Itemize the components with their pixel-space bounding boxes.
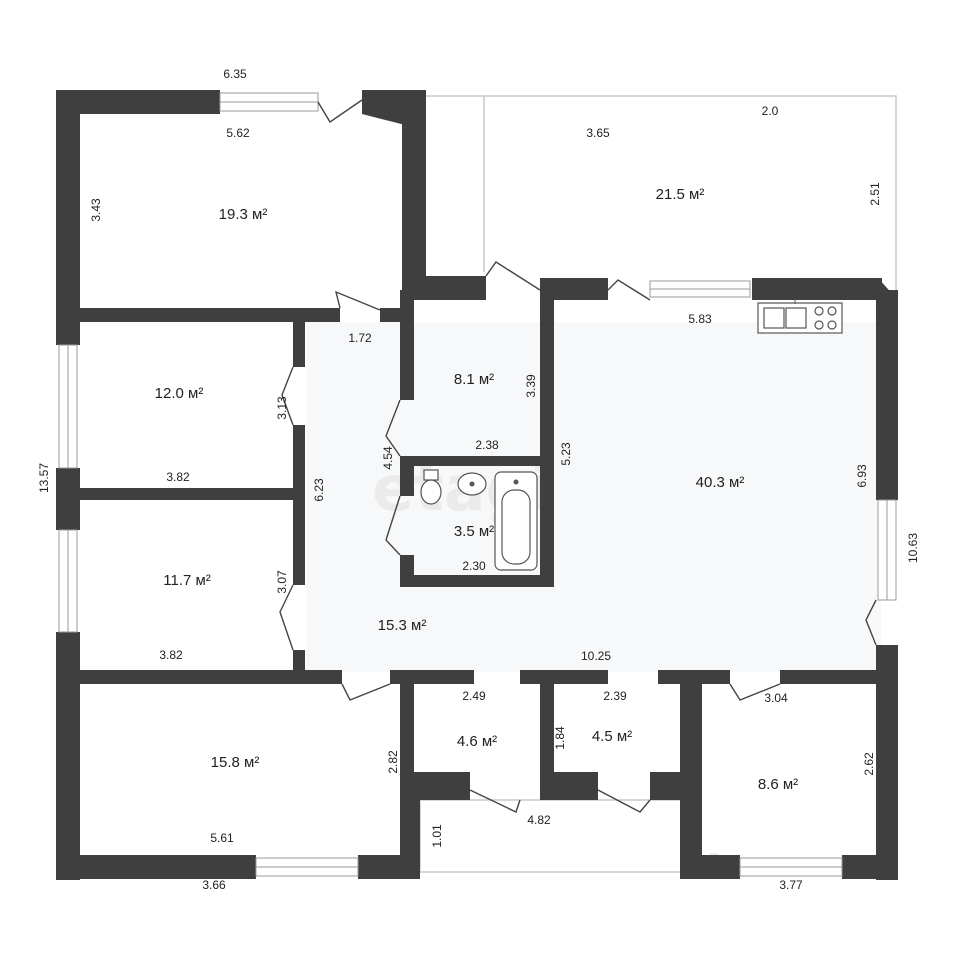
room-area-label: 15.3 м² — [378, 617, 427, 634]
dimension-label: 3.82 — [159, 648, 183, 662]
room-area-label: 3.5 м² — [454, 523, 494, 540]
dimension-label: 10.63 — [906, 533, 920, 563]
dimension-label: 3.43 — [89, 198, 103, 222]
dimension-label: 3.82 — [166, 470, 190, 484]
dimension-label: 3.65 — [586, 126, 610, 140]
dimension-label: 2.39 — [603, 689, 627, 703]
room-area-label: 15.8 м² — [211, 754, 260, 771]
dimension-label: 2.30 — [462, 559, 486, 573]
dimension-label: 3.07 — [275, 570, 289, 594]
dimension-label: 1.84 — [553, 726, 567, 750]
dimension-label: 4.82 — [527, 813, 551, 827]
dimension-label: 5.62 — [226, 126, 250, 140]
dimension-label: 13.57 — [37, 463, 51, 493]
walls — [56, 90, 898, 880]
room-area-label: 19.3 м² — [219, 206, 268, 223]
dimension-label: 5.83 — [688, 312, 712, 326]
room-area-label: 4.5 м² — [592, 728, 632, 745]
dimension-label: 5.61 — [210, 831, 234, 845]
room-area-label: 8.6 м² — [758, 776, 798, 793]
doors — [279, 99, 877, 813]
dimension-label: 3.13 — [275, 396, 289, 420]
dimension-label: 10.25 — [581, 649, 611, 663]
dimension-label: 1.01 — [430, 824, 444, 848]
room-area-label: 40.3 м² — [696, 474, 745, 491]
dimension-label: 6.23 — [312, 478, 326, 502]
dimension-label: 2.82 — [386, 750, 400, 774]
dimension-label: 2.62 — [862, 752, 876, 776]
bathtub-fixture — [494, 471, 538, 571]
room-area-label: 12.0 м² — [155, 385, 204, 402]
dimension-label: 1.72 — [348, 331, 372, 345]
bottom-porch-outline — [419, 799, 686, 873]
dimension-label: 3.39 — [524, 374, 538, 398]
dimension-label: 5.23 — [559, 442, 573, 466]
sink-fixture — [457, 472, 487, 496]
dimension-label: 2.0 — [762, 104, 779, 118]
room-area-label: 8.1 м² — [454, 371, 494, 388]
room-area-label: 21.5 м² — [656, 186, 705, 203]
room-area-label: 4.6 м² — [457, 733, 497, 750]
dimension-label: 3.77 — [779, 878, 803, 892]
dimension-labels: 6.35 5.62 3.43 2.0 3.65 2.51 1.72 3.39 5… — [37, 67, 920, 892]
dimension-label: 3.04 — [764, 691, 788, 705]
room-area-label: 11.7 м² — [163, 572, 211, 589]
dimension-label: 6.93 — [855, 464, 869, 488]
dimension-label: 6.35 — [223, 67, 247, 81]
room-area-labels: 19.3 м² 21.5 м² 12.0 м² 8.1 м² 40.3 м² 3… — [155, 186, 799, 793]
dimension-label: 2.38 — [475, 438, 499, 452]
windows — [58, 92, 897, 877]
dimension-label: 2.51 — [868, 182, 882, 206]
kitchen-sink-and-stove — [757, 299, 843, 334]
dimension-label: 3.66 — [202, 878, 226, 892]
toilet-fixture — [420, 469, 442, 505]
dimension-label: 2.49 — [462, 689, 486, 703]
dimension-label: 4.54 — [381, 446, 395, 470]
